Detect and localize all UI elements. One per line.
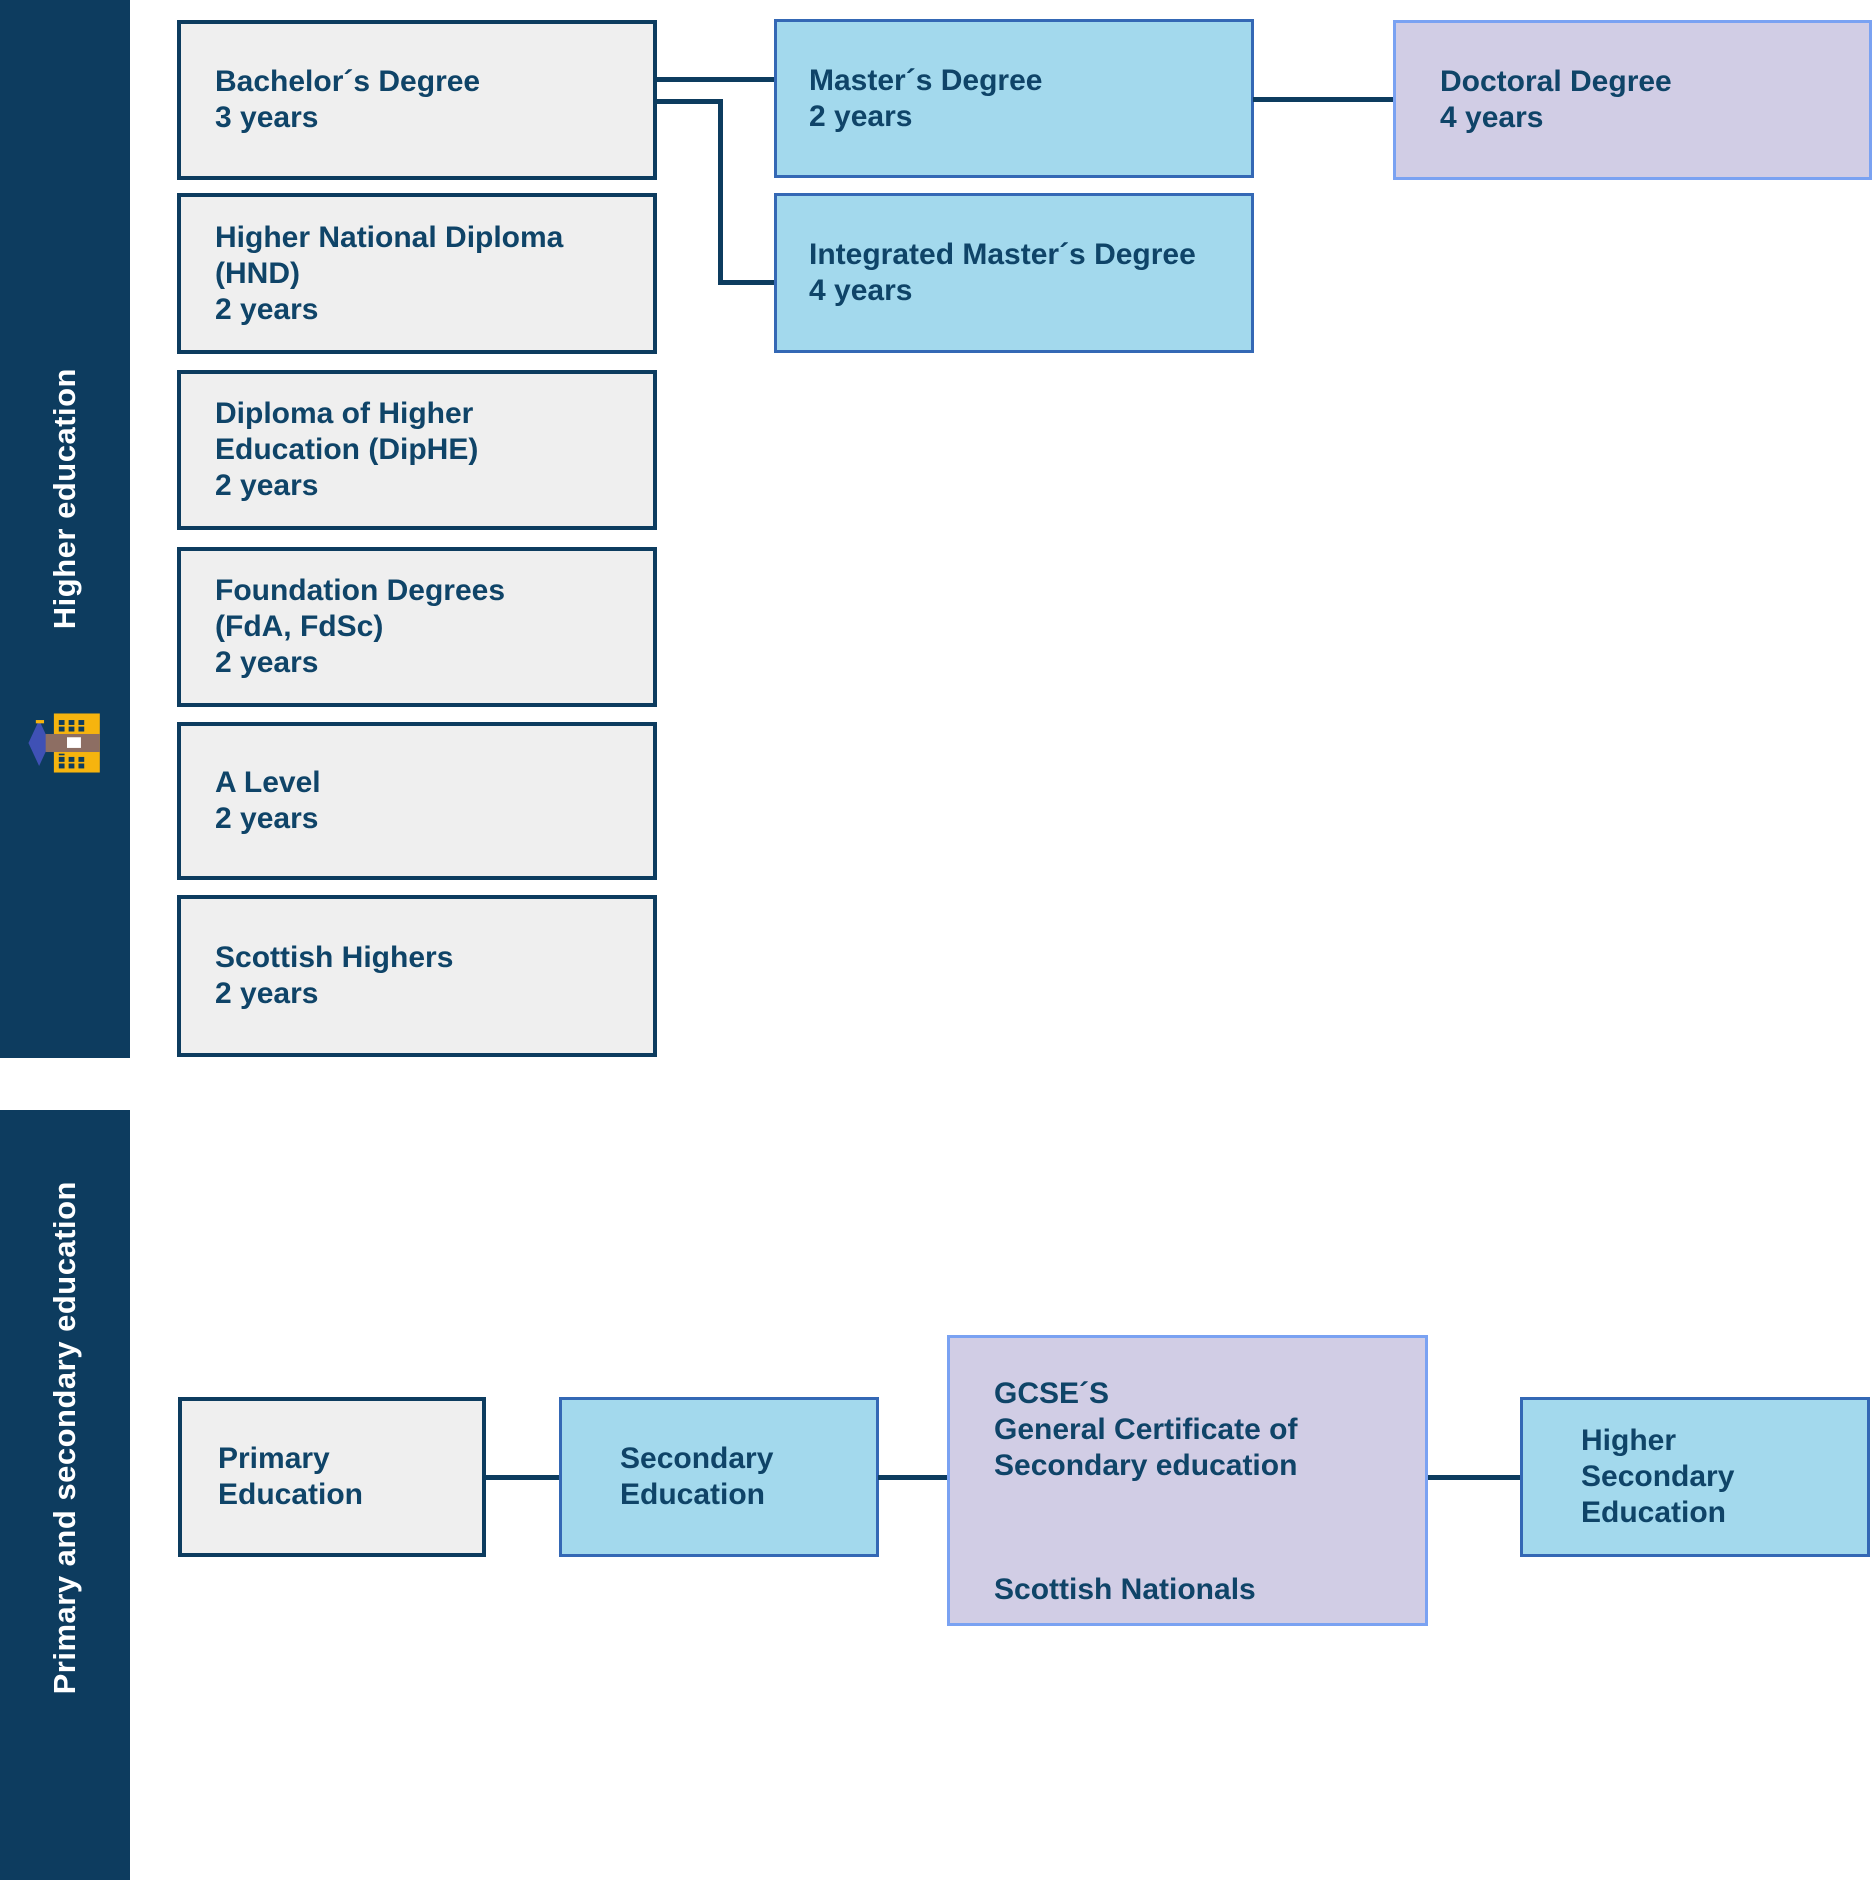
node-secondary-education: Secondary Education bbox=[559, 1397, 879, 1557]
node-duration: 2 years bbox=[215, 977, 319, 1010]
connector-gcse-higher-secondary bbox=[1428, 1475, 1520, 1480]
node-higher-secondary-education: Higher Secondary Education bbox=[1520, 1397, 1870, 1557]
node-duration: 4 years bbox=[1440, 101, 1544, 134]
node-title: Doctoral Degree bbox=[1440, 65, 1672, 98]
connector-bachelor-masters bbox=[657, 77, 774, 82]
connector-primary-secondary bbox=[485, 1475, 559, 1480]
node-title: Education bbox=[1581, 1496, 1727, 1529]
node-title: General Certificate of bbox=[994, 1413, 1298, 1446]
node-title: Higher National Diploma bbox=[215, 220, 564, 254]
node-title: Secondary education bbox=[994, 1449, 1298, 1482]
connector-bachelor-integrated-vertical bbox=[718, 99, 723, 285]
school-building-icon bbox=[28, 713, 100, 773]
node-a-level: A Level 2 years bbox=[177, 722, 657, 880]
sidebar-higher-education: Higher education bbox=[0, 0, 130, 1058]
node-scottish-nationals-label: Scottish Nationals bbox=[994, 1573, 1256, 1606]
sidebar-primary-secondary-education: Primary and secondary education √x bbox=[0, 1110, 130, 1880]
node-title: (HND) bbox=[215, 256, 300, 290]
node-higher-national-diploma: Higher National Diploma (HND) 2 years bbox=[177, 193, 657, 354]
node-title: (FdA, FdSc) bbox=[215, 610, 384, 643]
node-title: Higher bbox=[1581, 1424, 1677, 1457]
node-title: Foundation Degrees bbox=[215, 574, 506, 607]
node-gcse: GCSE´S General Certificate of Secondary … bbox=[947, 1335, 1428, 1626]
node-title: Education (DipHE) bbox=[215, 433, 479, 466]
node-duration: 2 years bbox=[215, 802, 319, 835]
node-scottish-highers: Scottish Highers 2 years bbox=[177, 895, 657, 1057]
node-diploma-higher-education: Diploma of Higher Education (DipHE) 2 ye… bbox=[177, 370, 657, 530]
node-title: Education bbox=[620, 1478, 766, 1511]
node-title: Secondary bbox=[1581, 1460, 1735, 1493]
node-duration: 2 years bbox=[215, 469, 319, 502]
node-duration: 3 years bbox=[215, 101, 319, 134]
node-title: Scottish Highers bbox=[215, 941, 454, 974]
node-duration: 2 years bbox=[215, 292, 319, 326]
node-title: Integrated Master´s Degree bbox=[809, 238, 1196, 271]
node-title: Primary bbox=[218, 1442, 330, 1475]
connector-bachelor-integrated-h2 bbox=[718, 280, 774, 285]
node-masters-degree: Master´s Degree 2 years bbox=[774, 19, 1254, 178]
node-title: Diploma of Higher bbox=[215, 397, 474, 430]
node-title: GCSE´S bbox=[994, 1377, 1110, 1410]
sidebar-primary-secondary-label: Primary and secondary education bbox=[47, 1180, 82, 1695]
connector-bachelor-integrated-h1 bbox=[657, 99, 723, 104]
connector-masters-doctoral bbox=[1253, 97, 1393, 102]
node-duration: 2 years bbox=[809, 99, 913, 133]
node-title: A Level bbox=[215, 766, 321, 799]
sidebar-higher-education-label: Higher education bbox=[47, 368, 82, 630]
connector-secondary-gcse bbox=[878, 1475, 947, 1480]
node-title: Bachelor´s Degree bbox=[215, 65, 481, 98]
node-bachelors-degree: Bachelor´s Degree 3 years bbox=[177, 20, 657, 180]
node-title: Master´s Degree bbox=[809, 63, 1043, 97]
node-duration: 2 years bbox=[215, 646, 319, 679]
node-foundation-degrees: Foundation Degrees (FdA, FdSc) 2 years bbox=[177, 547, 657, 707]
node-title: Education bbox=[218, 1478, 364, 1511]
node-doctoral-degree: Doctoral Degree 4 years bbox=[1393, 20, 1872, 180]
node-title: Secondary bbox=[620, 1442, 774, 1475]
node-duration: 4 years bbox=[809, 274, 913, 307]
node-integrated-masters-degree: Integrated Master´s Degree 4 years bbox=[774, 193, 1254, 353]
node-primary-education: Primary Education bbox=[178, 1397, 486, 1557]
